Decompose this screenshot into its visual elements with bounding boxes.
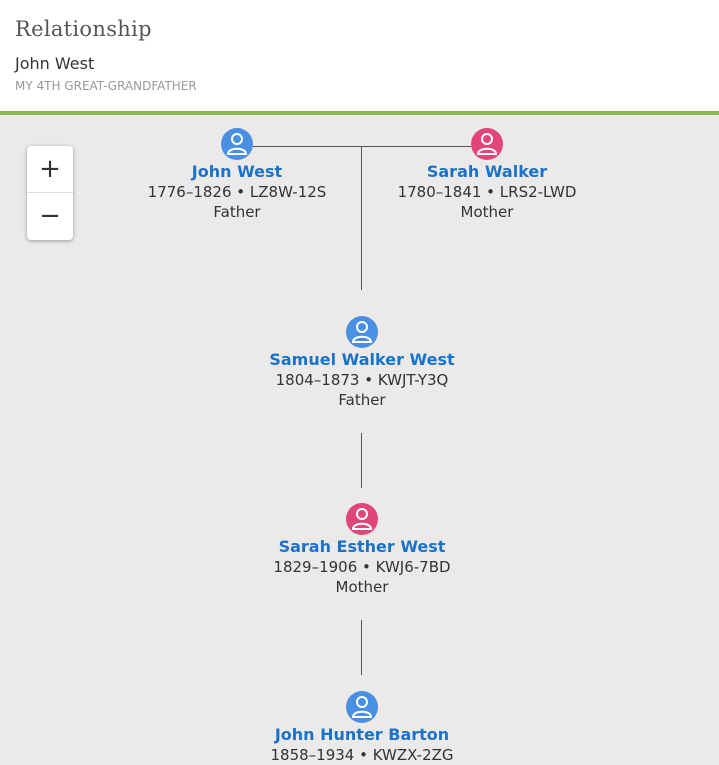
- relationship-header: Relationship John West MY 4TH GREAT-GRAN…: [0, 0, 719, 111]
- person-card-john-west[interactable]: John West 1776–1826 • LZ8W-12S Father: [117, 128, 357, 223]
- couple-connector-line: [253, 146, 471, 147]
- descent-line-1: [361, 146, 362, 290]
- person-dates-id: 1829–1906 • KWJ6-7BD: [273, 558, 451, 576]
- person-dates-id: 1776–1826 • LZ8W-12S: [147, 183, 327, 201]
- person-name-link[interactable]: Sarah Walker: [426, 162, 548, 181]
- person-name-link[interactable]: Samuel Walker West: [269, 350, 455, 369]
- person-relation: Father: [338, 391, 386, 409]
- zoom-in-button[interactable]: +: [27, 146, 73, 193]
- person-name-link[interactable]: John Hunter Barton: [274, 725, 450, 744]
- male-person-icon: [346, 316, 378, 348]
- person-dates-id: 1780–1841 • LRS2-LWD: [397, 183, 577, 201]
- person-name-link[interactable]: Sarah Esther West: [278, 537, 446, 556]
- page-title: Relationship: [15, 17, 152, 41]
- female-person-icon: [346, 503, 378, 535]
- male-person-icon: [221, 128, 253, 160]
- zoom-out-button[interactable]: −: [39, 201, 61, 231]
- header-divider: [0, 111, 719, 115]
- person-relation: Mother: [335, 578, 389, 596]
- zoom-control: + −: [27, 146, 73, 240]
- relationship-person-name: John West: [15, 54, 95, 73]
- descent-line-3: [361, 620, 362, 675]
- person-card-sarah-walker[interactable]: Sarah Walker 1780–1841 • LRS2-LWD Mother: [367, 128, 607, 223]
- person-dates-id: 1858–1934 • KWZX-2ZG: [270, 746, 454, 764]
- person-card-john-hunter-barton[interactable]: John Hunter Barton 1858–1934 • KWZX-2ZG: [242, 691, 482, 765]
- person-relation: Father: [213, 203, 261, 221]
- relationship-tree[interactable]: John West 1776–1826 • LZ8W-12S Father Sa…: [0, 115, 719, 764]
- person-relation: Mother: [460, 203, 514, 221]
- relationship-description: MY 4TH GREAT-GRANDFATHER: [15, 79, 197, 93]
- person-name-link[interactable]: John West: [191, 162, 283, 181]
- person-card-samuel-walker-west[interactable]: Samuel Walker West 1804–1873 • KWJT-Y3Q …: [242, 316, 482, 411]
- descent-line-2: [361, 433, 362, 488]
- male-person-icon: [346, 691, 378, 723]
- person-dates-id: 1804–1873 • KWJT-Y3Q: [275, 371, 449, 389]
- person-card-sarah-esther-west[interactable]: Sarah Esther West 1829–1906 • KWJ6-7BD M…: [242, 503, 482, 598]
- female-person-icon: [471, 128, 503, 160]
